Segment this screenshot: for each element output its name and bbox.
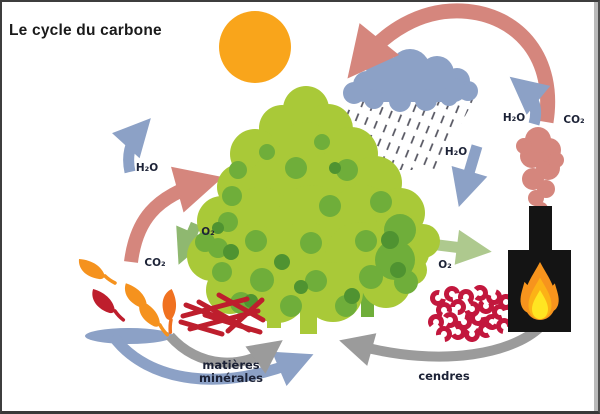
label-h2o-transpiration: H₂O	[135, 162, 159, 174]
label-minerals-line1: matières	[202, 358, 260, 372]
arrow-ashes-to-soil	[339, 320, 547, 366]
label-minerals-line2: minérales	[199, 371, 263, 385]
arrow-h2o-transpiration	[112, 118, 151, 174]
ashes-pile-icon	[428, 285, 514, 343]
label-co2-absorption: CO₂	[144, 257, 166, 269]
label-ashes: cendres	[418, 369, 470, 383]
page-title: Le cycle du carbone	[9, 22, 162, 39]
arrow-h2o-vapor-from-fire	[509, 76, 551, 126]
arrow-co2-absorption	[124, 166, 223, 263]
arrow-h2o-rainfall	[451, 144, 488, 208]
label-o2-release: O₂	[201, 226, 215, 238]
rain-cloud-icon	[343, 49, 478, 112]
label-h2o-rain: H₂O	[444, 146, 468, 158]
twigs-icon	[178, 292, 266, 337]
smoke-icon	[516, 127, 564, 216]
label-h2o-fire: H₂O	[502, 112, 526, 124]
stove-icon	[508, 206, 571, 332]
label-co2-fire: CO₂	[563, 114, 585, 126]
label-o2-combustion: O₂	[438, 259, 452, 271]
arrow-o2-release	[176, 221, 209, 265]
arrow-co2-to-atmosphere	[347, 3, 556, 124]
sun-icon	[219, 11, 291, 83]
fallen-leaves-icon	[77, 257, 193, 337]
arrow-minerals-to-tree	[166, 332, 283, 374]
soil-icon	[85, 328, 173, 344]
